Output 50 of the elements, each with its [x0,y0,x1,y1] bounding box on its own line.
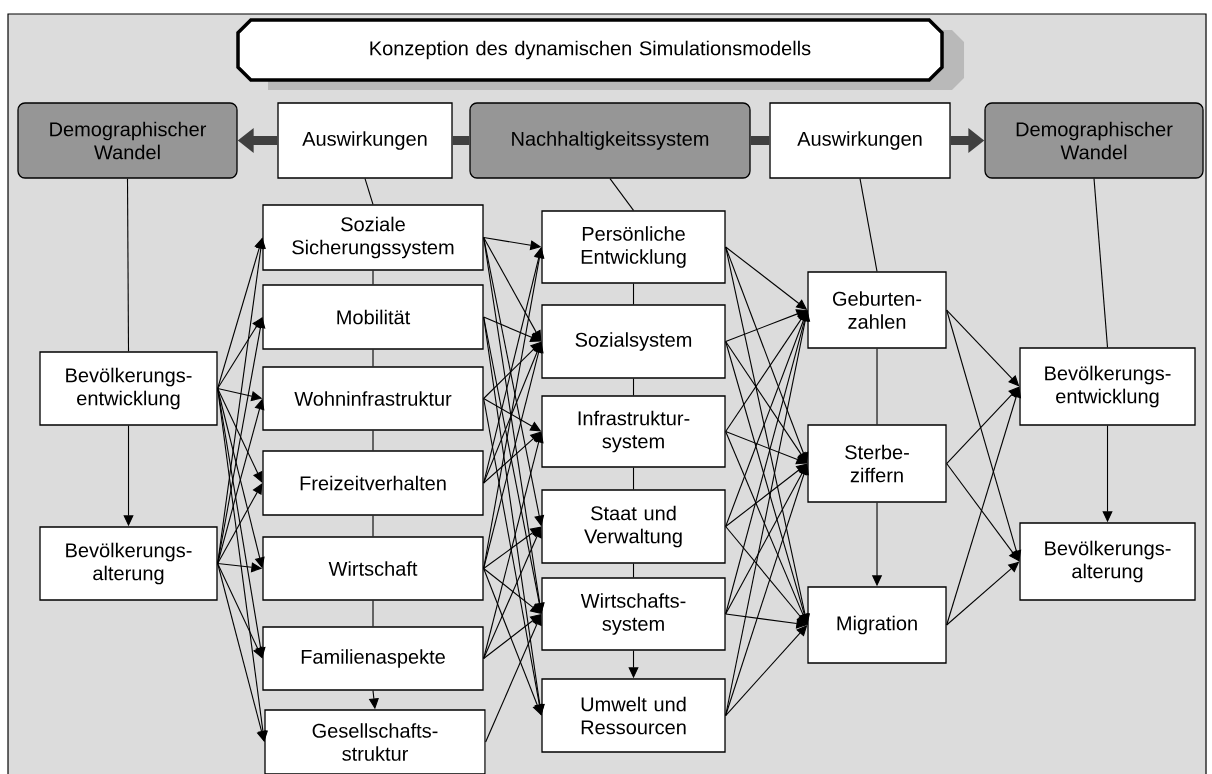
connector-line [372,430,374,451]
connector-line [632,378,635,396]
connector-line [452,136,470,145]
connector-line [876,348,878,425]
connector-line [372,600,374,627]
process-box: Wirtschaft [262,536,484,601]
category-box: Demographischer Wandel [17,102,238,179]
connector-line [632,467,635,490]
process-box: Bevölkerungs- entwicklung [39,351,218,426]
process-box: Bevölkerungs- alterung [39,526,218,601]
process-box: Persönliche Entwicklung [541,210,726,284]
connector-line [372,349,374,367]
title-banner: Konzeption des dynamischen Simulationsmodells [236,18,964,90]
process-box: Mobilität [262,284,484,350]
process-box: Staat und Verwaltung [541,489,726,564]
arrow [217,562,267,742]
process-box: Bevölkerungs- entwicklung [1019,347,1196,426]
process-box: Geburten- zahlen [807,271,947,349]
process-box: Familienaspekte [262,626,484,691]
process-box: Auswirkungen [769,102,951,179]
process-box: Gesellschafts- struktur [264,709,486,774]
process-box: Freizeitverhalten [262,450,484,516]
connector-line [126,178,130,352]
connector-line [632,283,635,305]
process-box: Soziale Sicherungssystem [262,204,484,271]
connector-line [1093,178,1109,348]
connector-line [632,563,635,578]
connector-line [372,270,374,285]
connector-line [750,136,770,145]
category-box: Demographischer Wandel [984,102,1204,179]
process-box: Bevölkerungs- alterung [1019,522,1196,601]
connector-line [609,178,635,211]
arrow [725,525,808,625]
arrow [217,317,266,565]
process-box: Migration [807,586,947,664]
arrow [725,310,811,717]
process-box: Umwelt und Ressourcen [541,678,726,753]
connector-line [364,178,374,205]
arrow [217,387,268,742]
category-box: Nachhaltigkeitssystem [469,102,751,179]
process-box: Sterbe- ziffern [807,424,947,503]
process-box: Infrastruktur- system [541,395,726,468]
process-box: Auswirkungen [277,102,453,179]
arrow [217,483,263,565]
process-box: Sozialsystem [541,304,726,379]
connector-line [859,178,878,272]
process-box: Wohninfrastruktur [262,366,484,431]
process-box: Wirtschafts- system [541,577,726,651]
connector-line [372,515,374,537]
arrow [485,614,542,743]
